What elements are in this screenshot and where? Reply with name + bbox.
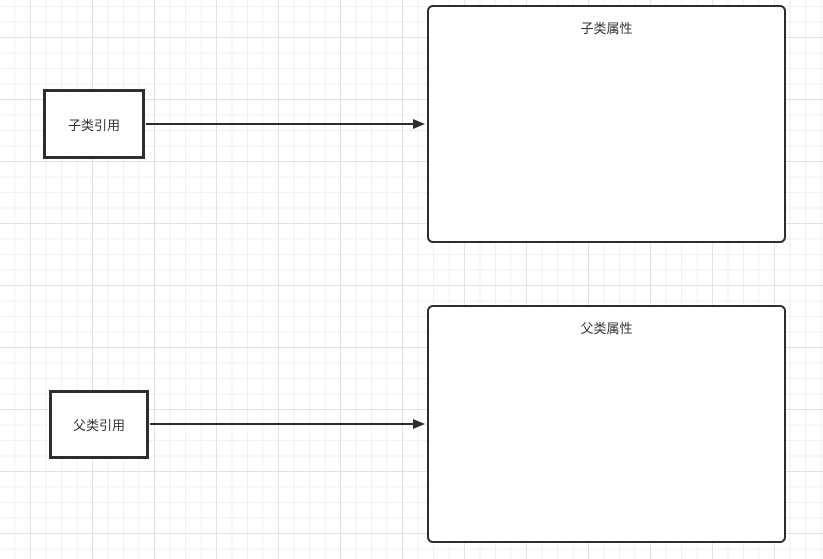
connector-child-reference-to-child-attributes[interactable]: [146, 119, 425, 129]
shape-child-reference-label: 子类引用: [67, 117, 120, 133]
shape-parent-attributes-title: 父类属性: [580, 321, 633, 336]
arrowhead-icon: [413, 419, 425, 429]
shape-parent-attributes[interactable]: 父类属性: [427, 305, 786, 543]
shape-parent-reference-label: 父类引用: [72, 418, 125, 433]
shape-child-attributes-title: 子类属性: [580, 21, 633, 36]
connector-parent-reference-to-parent-attributes[interactable]: [150, 419, 425, 429]
shape-parent-reference[interactable]: 父类引用: [49, 390, 149, 459]
shape-child-attributes[interactable]: 子类属性: [427, 5, 786, 243]
connector-line: [146, 123, 415, 125]
arrowhead-icon: [413, 119, 425, 129]
connector-line: [150, 423, 415, 425]
shape-child-reference[interactable]: 子类引用: [43, 89, 145, 159]
